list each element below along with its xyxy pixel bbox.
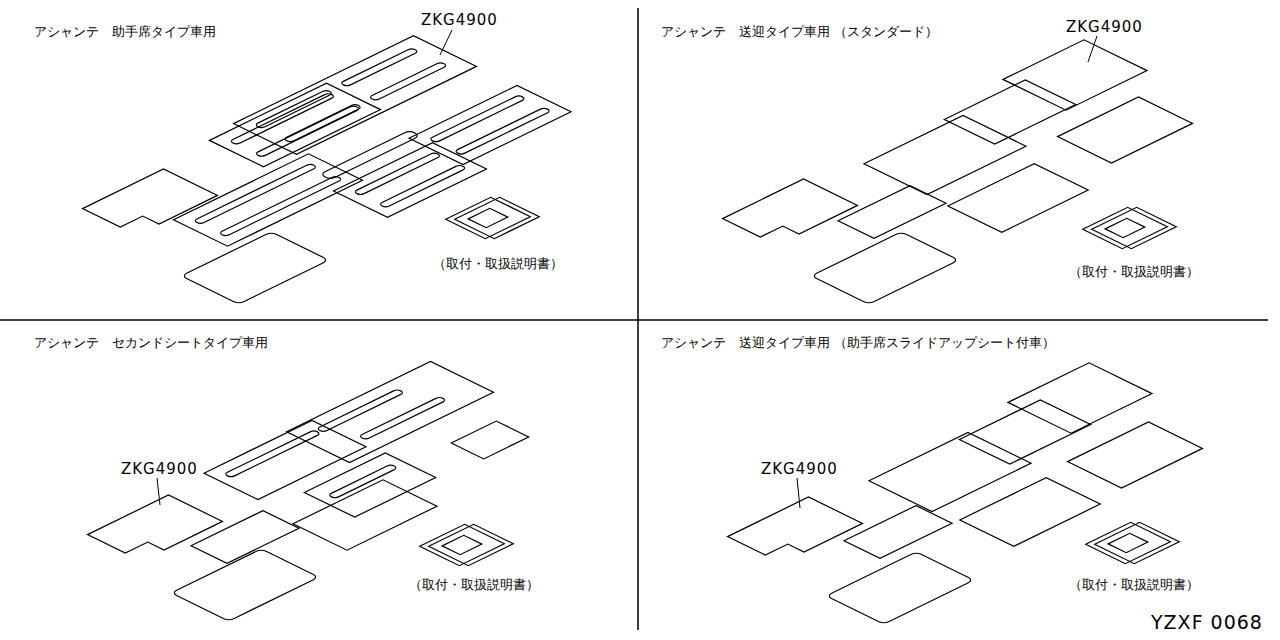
panel-title: アシャンテ 助手席タイプ車用: [33, 24, 217, 40]
manual-note: （取付・取扱説明書）: [1068, 264, 1200, 280]
part-number: ZKG4900: [760, 461, 839, 477]
panel-title: アシャンテ 送迎タイプ車用 （助手席スライドアップシート付車）: [660, 335, 1056, 351]
panel-title: アシャンテ セカンドシートタイプ車用: [33, 335, 269, 351]
manual-note: （取付・取扱説明書）: [1068, 577, 1200, 593]
manual-note: （取付・取扱説明書）: [432, 256, 564, 272]
panel-title: アシャンテ 送迎タイプ車用 （スタンダード）: [660, 24, 939, 40]
drawing-code: YZXF 0068: [1150, 614, 1264, 630]
part-number: ZKG4900: [1065, 19, 1144, 35]
part-number: ZKG4900: [420, 12, 499, 28]
manual-note: （取付・取扱説明書）: [408, 577, 540, 593]
part-number: ZKG4900: [120, 461, 199, 477]
